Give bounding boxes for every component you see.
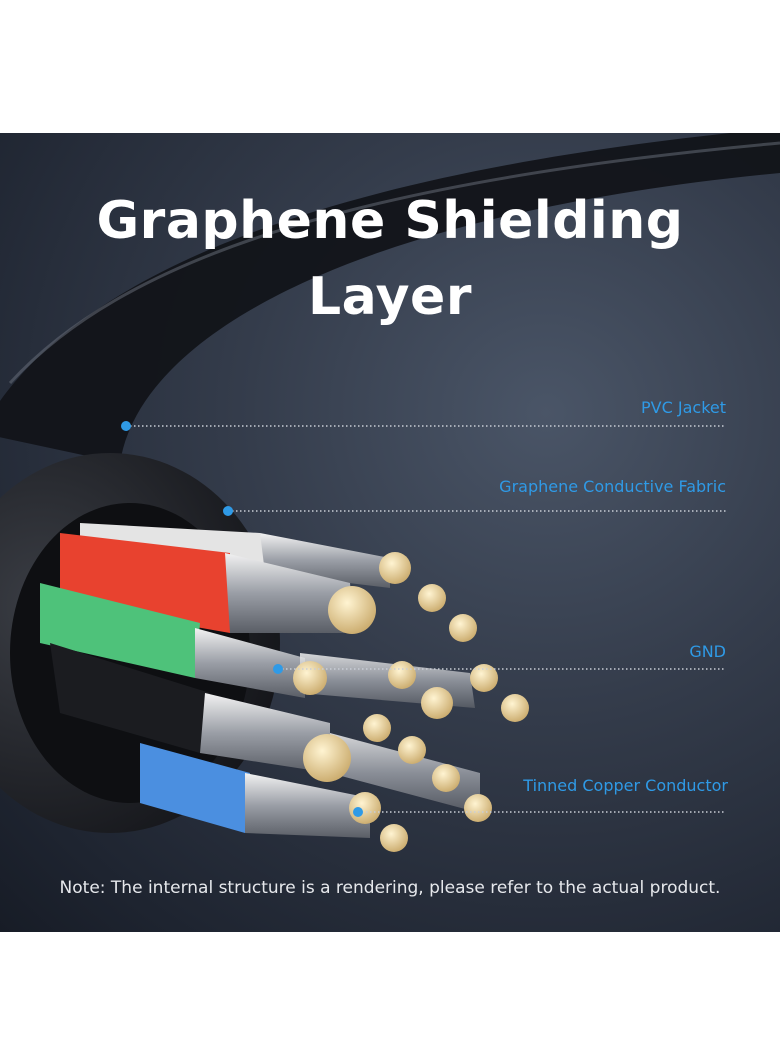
callout-label-pvc-jacket: PVC Jacket: [641, 398, 726, 417]
headline-title: Graphene Shielding Layer: [0, 183, 780, 335]
callout-label-tinned-copper: Tinned Copper Conductor: [523, 776, 728, 795]
product-image-panel: Graphene Shielding Layer PVC Jacket Grap…: [0, 133, 780, 932]
steel-strands: [195, 533, 480, 838]
tinned-conductor-ends: [293, 552, 529, 852]
headline-line-1: Graphene Shielding: [96, 191, 684, 251]
callout-dot-pvc-jacket: [121, 421, 131, 431]
headline-line-2: Layer: [308, 267, 472, 327]
cable-body-highlight: [8, 141, 780, 385]
cable-body-curve: [0, 133, 780, 463]
callout-dot-tinned-copper: [353, 807, 363, 817]
wire-green: [40, 583, 200, 678]
callout-dot-gnd: [273, 664, 283, 674]
callout-label-gnd: GND: [689, 642, 726, 661]
callout-dot-graphene-fabric: [223, 506, 233, 516]
wire-black: [50, 643, 210, 753]
wire-bundle: [40, 523, 270, 833]
wire-blue: [140, 743, 250, 833]
disclaimer-note: Note: The internal structure is a render…: [59, 878, 721, 898]
callout-dots: [121, 421, 363, 817]
callout-label-graphene-fabric: Graphene Conductive Fabric: [499, 477, 726, 496]
cable-cross-section-illustration: [0, 133, 780, 852]
callout-lines: [126, 425, 726, 813]
